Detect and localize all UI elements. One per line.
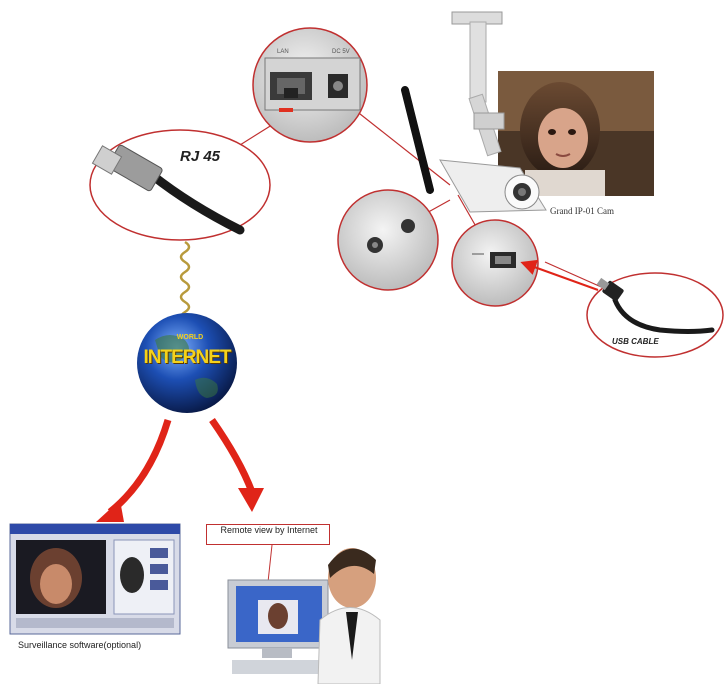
usb-arrow — [520, 259, 599, 291]
globe-world-label: WORLD — [176, 334, 204, 341]
remote-view-callout: Remote view by Internet — [206, 524, 330, 545]
remote-view-label: Remote view by Internet — [220, 525, 318, 535]
internet-globe — [137, 313, 237, 413]
camera-device — [401, 11, 547, 213]
port-callout — [252, 27, 368, 143]
dc-port-label: DC 5V — [332, 49, 350, 55]
internet-label: INTERNET — [143, 347, 232, 368]
rj45-callout — [89, 129, 271, 241]
output-arrows — [96, 417, 264, 522]
surveillance-caption: Surveillance software(optional) — [18, 640, 142, 650]
button-callout — [337, 189, 439, 291]
lan-port-label: LAN — [277, 49, 289, 55]
rj45-label: RJ 45 — [180, 148, 221, 165]
camera-image-panel — [498, 71, 654, 196]
usb-cable-callout — [586, 272, 724, 358]
surveillance-software-window — [9, 523, 181, 635]
usb-cable-label: USB CABLE — [612, 337, 659, 346]
usb-port-callout — [451, 219, 539, 307]
remote-viewer-scene — [227, 544, 381, 685]
camera-caption: Grand IP-01 Cam — [550, 206, 614, 216]
